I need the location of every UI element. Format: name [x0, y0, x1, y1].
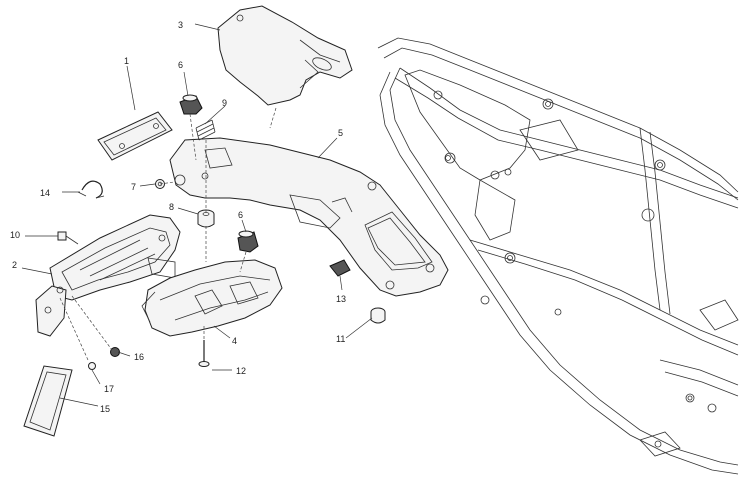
label-part-4: 4 — [232, 336, 237, 346]
part-13-bracket — [329, 259, 351, 277]
label-part-3: 3 — [178, 20, 183, 30]
part-11-bolt — [370, 307, 386, 324]
label-part-2: 2 — [12, 260, 17, 270]
part-4-mudguard — [141, 259, 283, 337]
part-10-screw — [57, 231, 79, 245]
label-part-8: 8 — [169, 202, 174, 212]
part-9-spring — [195, 119, 216, 141]
label-part-6-lower: 6 — [238, 210, 243, 220]
part-3-cover — [217, 5, 353, 106]
part-12-screw — [198, 340, 210, 367]
part-6-grommet-top — [179, 94, 203, 115]
part-8-spacer — [197, 209, 215, 228]
label-part-13: 13 — [336, 294, 346, 304]
part-14-clip — [77, 180, 105, 199]
label-part-16: 16 — [134, 352, 144, 362]
part-6-grommet-lower — [237, 230, 259, 253]
leader-lines — [21, 23, 373, 407]
rear-frame — [377, 37, 739, 475]
part-5-bracket — [169, 137, 449, 297]
part-17-nut — [88, 362, 96, 370]
part-labels: 1 2 3 4 5 6 6 7 8 9 10 11 12 13 14 15 16… — [10, 20, 346, 414]
part-15-reflector — [23, 365, 73, 437]
label-part-12: 12 — [236, 366, 246, 376]
label-part-1: 1 — [124, 56, 129, 66]
label-part-11: 11 — [336, 334, 345, 344]
part-2-housing — [35, 214, 181, 337]
label-part-17: 17 — [104, 384, 114, 394]
assembly-lines — [59, 107, 277, 361]
label-part-5: 5 — [338, 128, 343, 138]
label-part-14: 14 — [40, 188, 50, 198]
label-part-6-top: 6 — [178, 60, 183, 70]
part-1-plate — [97, 111, 173, 161]
label-part-10: 10 — [10, 230, 20, 240]
label-part-7: 7 — [131, 182, 136, 192]
label-part-9: 9 — [222, 98, 227, 108]
part-16-nut — [110, 347, 120, 357]
label-part-15: 15 — [100, 404, 110, 414]
